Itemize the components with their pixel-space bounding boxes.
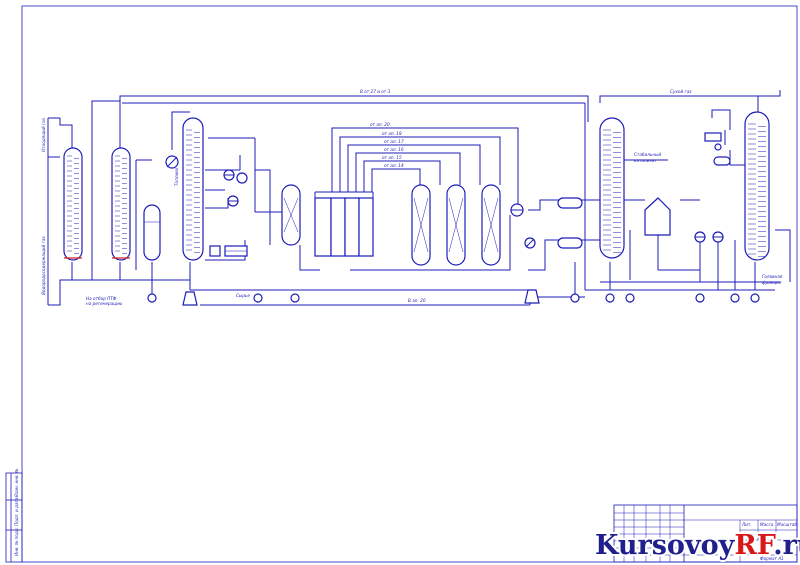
column-4: [599, 117, 625, 259]
label-stab-catalyzate-2: катализат: [634, 158, 657, 163]
stamp-format: Формат А1: [760, 556, 784, 561]
watermark-shadow: KursovoyRF.ru: [595, 530, 800, 561]
heat-exchanger-group-right: [694, 132, 731, 243]
label-line-14: от ап. 14: [384, 163, 404, 168]
reactor-1: [281, 184, 301, 246]
left-strip-cell-1: Инв. № подл.: [14, 527, 19, 556]
label-line-16: от ап. 16: [384, 147, 404, 152]
separator-vessel: [143, 204, 161, 261]
reactor-3: [446, 184, 466, 266]
pumps: [147, 289, 760, 306]
heat-exchanger-right: [510, 203, 536, 249]
label-stab-fraction-2: фракция: [762, 280, 782, 285]
column-1: [63, 147, 83, 261]
label-fuel: Топливо: [174, 167, 179, 186]
label-stab-fraction-1: Головная: [762, 274, 783, 279]
separator-horizontal-1: [557, 197, 583, 209]
label-left-vertical-bottom: Водородосодержащий газ: [41, 236, 46, 295]
label-stab-catalyzate-1: Стабильный: [634, 152, 661, 157]
separator-horizontal-2: [557, 237, 583, 249]
stamp-col-mass: Масса: [760, 522, 774, 527]
label-line-17: от ап. 17: [384, 139, 404, 144]
flow-labels: В от 27 и от 3 Сухой газ от ап. 20 от ап…: [41, 89, 783, 306]
label-line-20: от ап. 20: [370, 122, 390, 127]
label-bottom-left-note-1: На отбор ПТФ: [86, 296, 117, 301]
label-bottom-line: В ап. 20: [408, 298, 426, 303]
title-block: Лит. Масса Масштаб Формат А1: [613, 504, 798, 563]
equipment: [63, 111, 770, 306]
stamp-col-scale: Масштаб: [777, 522, 797, 527]
column-2: [111, 147, 131, 261]
left-strip-cell-3: Взам. инв. №: [14, 468, 19, 497]
heat-exchanger-group: [165, 155, 248, 257]
furnace-bank: [314, 191, 374, 257]
label-bottom-left-note-2: на регенерацию: [86, 301, 123, 306]
stamp-col-lit: Лит.: [741, 522, 752, 527]
column-trays: [67, 123, 766, 257]
drawing-frame: [5, 5, 798, 563]
reactor-4: [481, 184, 501, 266]
label-line-15: от ап. 15: [382, 155, 402, 160]
label-top-line: В от 27 и от 3: [360, 89, 391, 94]
label-left-vertical-top: Отходящий газ: [41, 117, 46, 152]
pipelines: [47, 90, 791, 306]
label-syrye: Сырье: [236, 293, 250, 298]
label-top-right-line: Сухой газ: [670, 89, 692, 94]
left-strip: Инв. № подл. Подп. и дата Взам. инв. №: [14, 468, 19, 556]
watermark: KursovoyRF.ru KursovoyRF.ru: [593, 528, 800, 563]
label-line-18: от ап. 18: [382, 131, 402, 136]
column-3: [182, 117, 204, 261]
reactor-2: [411, 184, 431, 266]
furnace-right: [644, 197, 671, 236]
watermark-text: KursovoyRF.ru: [595, 530, 800, 561]
left-strip-cell-2: Подп. и дата: [14, 497, 19, 526]
